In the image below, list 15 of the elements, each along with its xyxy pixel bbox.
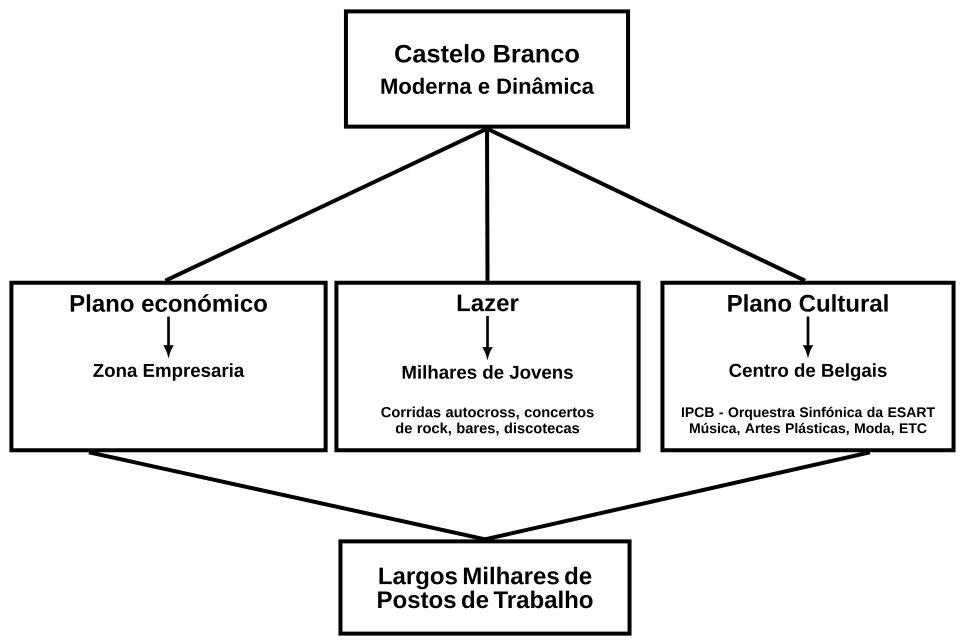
result-box: Largos Milhares de Postos de Trabalho [338, 539, 632, 636]
connector-line [484, 450, 870, 542]
category-heading: Plano económico [70, 294, 267, 312]
connector-line [164, 126, 488, 283]
subheading: Zona Empresaria [93, 363, 244, 381]
category-heading: Lazer [458, 294, 518, 312]
category-heading: Plano Cultural [728, 294, 888, 312]
connector-line [486, 126, 806, 283]
detail-text: Corridas autocross, concertos de rock, bares, discotecas [381, 406, 594, 436]
title-box: Castelo Branco Moderna e Dinâmica [344, 9, 630, 129]
detail-text: IPCB - Orquestra Sinfónica da ESART Música, Artes Plásticas, Moda, ETC [682, 406, 935, 436]
subheading: Milhares de Jovens [402, 365, 573, 379]
subheading: Centro de Belgais [729, 363, 887, 381]
connector-line [88, 450, 486, 542]
connector-line [485, 128, 490, 281]
